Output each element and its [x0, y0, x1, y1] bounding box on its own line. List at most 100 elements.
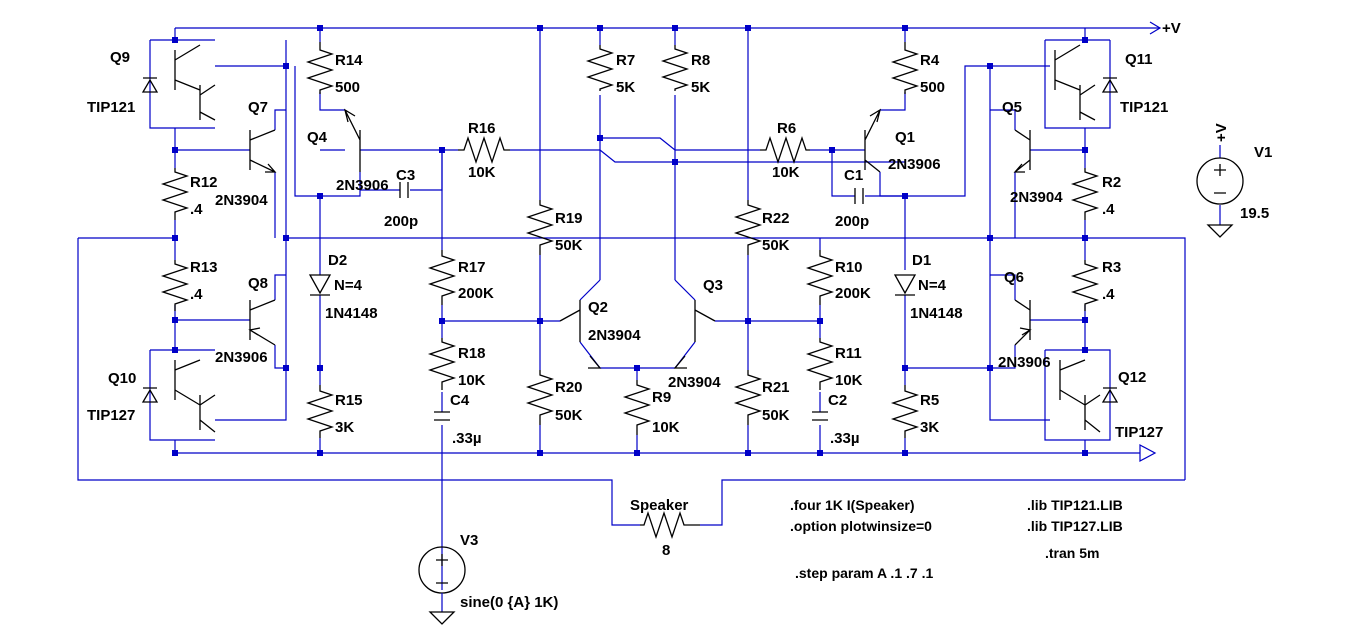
junction-dots [172, 25, 1088, 456]
r11-value: 10K [835, 372, 863, 389]
directive-lib-tip121: .lib TIP121.LIB [1027, 497, 1123, 513]
directive-option: .option plotwinsize=0 [790, 518, 932, 534]
r13-value: .4 [190, 286, 203, 303]
voltage-source-v1 [1196, 157, 1244, 205]
resistor-r22 [733, 200, 763, 255]
q6-name: Q6 [1004, 269, 1024, 286]
r2-name: R2 [1102, 174, 1121, 191]
transistor-q6 [1014, 299, 1032, 346]
c2-value: .33µ [830, 430, 860, 447]
c1-value: 200p [835, 213, 869, 230]
r22-value: 50K [762, 237, 790, 254]
c3-value: 200p [384, 213, 418, 230]
r2-value: .4 [1102, 201, 1115, 218]
q1-name: Q1 [895, 129, 915, 146]
r8-name: R8 [691, 52, 710, 69]
capacitor-c1 [854, 188, 864, 204]
r22-name: R22 [762, 210, 790, 227]
resistor-r20 [525, 370, 555, 425]
resistor-r3 [1070, 260, 1100, 311]
q3-model: 2N3904 [668, 374, 721, 391]
labels: +V +V V1 19.5 V3 sine(0 {A} 1K) Q9 TIP12… [87, 20, 1272, 611]
q4-model: 2N3906 [336, 177, 389, 194]
d1-model: 1N4148 [910, 305, 963, 322]
q11-model: TIP121 [1120, 99, 1168, 116]
resistor-r21 [733, 370, 763, 425]
r21-value: 50K [762, 407, 790, 424]
d1-param: N=4 [918, 277, 947, 294]
q6-model: 2N3906 [998, 354, 1051, 371]
r12-name: R12 [190, 174, 218, 191]
v3-name: V3 [460, 532, 478, 549]
q9-name: Q9 [110, 49, 130, 66]
q5-name: Q5 [1002, 99, 1022, 116]
v1-name: V1 [1254, 144, 1272, 161]
transistor-q11 [1054, 44, 1096, 121]
diode-q9-protection [141, 77, 159, 93]
r5-name: R5 [920, 392, 939, 409]
transistor-q10 [174, 359, 216, 433]
transistor-q5 [1013, 129, 1031, 173]
q8-model: 2N3906 [215, 349, 268, 366]
sources [418, 21, 1244, 625]
diode-d2 [308, 274, 332, 296]
c4-value: .33µ [452, 430, 482, 447]
capacitor-symbols [399, 182, 864, 421]
d1-name: D1 [912, 252, 931, 269]
r3-value: .4 [1102, 286, 1115, 303]
q4-name: Q4 [307, 129, 328, 146]
r18-name: R18 [458, 345, 486, 362]
r20-value: 50K [555, 407, 583, 424]
r15-name: R15 [335, 392, 363, 409]
directive-four: .four 1K I(Speaker) [790, 497, 914, 513]
r12-value: .4 [190, 201, 203, 218]
r7-value: 5K [616, 79, 635, 96]
resistor-r2 [1070, 168, 1100, 220]
r19-value: 50K [555, 237, 583, 254]
directive-lib-tip127: .lib TIP127.LIB [1027, 518, 1123, 534]
transistor-q1 [864, 108, 882, 173]
q10-name: Q10 [108, 370, 136, 387]
q12-name: Q12 [1118, 369, 1146, 386]
transistor-q8 [248, 299, 276, 346]
r14-name: R14 [335, 52, 363, 69]
r18-value: 10K [458, 372, 486, 389]
q7-model: 2N3904 [215, 192, 268, 209]
r4-value: 500 [920, 79, 945, 96]
resistor-r6 [760, 135, 810, 165]
resistor-r12 [160, 168, 190, 220]
resistor-r13 [160, 260, 190, 311]
diode-d1 [893, 274, 917, 296]
supply-arrow [1149, 21, 1162, 35]
d2-param: N=4 [334, 277, 363, 294]
resistor-r19 [525, 200, 555, 255]
r16-name: R16 [468, 120, 496, 137]
c4-name: C4 [450, 392, 470, 409]
q8-name: Q8 [248, 275, 268, 292]
speaker-value: 8 [662, 542, 670, 559]
capacitor-c3 [399, 182, 409, 198]
resistor-r4 [890, 42, 920, 94]
directive-tran: .tran 5m [1045, 545, 1099, 561]
r4-name: R4 [920, 52, 940, 69]
transistor-q4 [343, 108, 361, 172]
r8-value: 5K [691, 79, 710, 96]
resistor-r14 [305, 42, 335, 94]
d2-model: 1N4148 [325, 305, 378, 322]
r16-value: 10K [468, 164, 496, 181]
q2-name: Q2 [588, 299, 608, 316]
resistor-r15 [305, 385, 335, 438]
r10-value: 200K [835, 285, 871, 302]
transistor-q2 [559, 300, 602, 369]
r19-name: R19 [555, 210, 583, 227]
q9-model: TIP121 [87, 99, 135, 116]
q3-name: Q3 [703, 277, 723, 294]
transistor-q3 [673, 300, 716, 369]
c3-name: C3 [396, 167, 415, 184]
directive-step: .step param A .1 .7 .1 [795, 565, 933, 581]
capacitor-c4 [434, 411, 450, 421]
r9-value: 10K [652, 419, 680, 436]
c1-name: C1 [844, 167, 863, 184]
c2-name: C2 [828, 392, 847, 409]
resistor-r9 [622, 380, 652, 435]
